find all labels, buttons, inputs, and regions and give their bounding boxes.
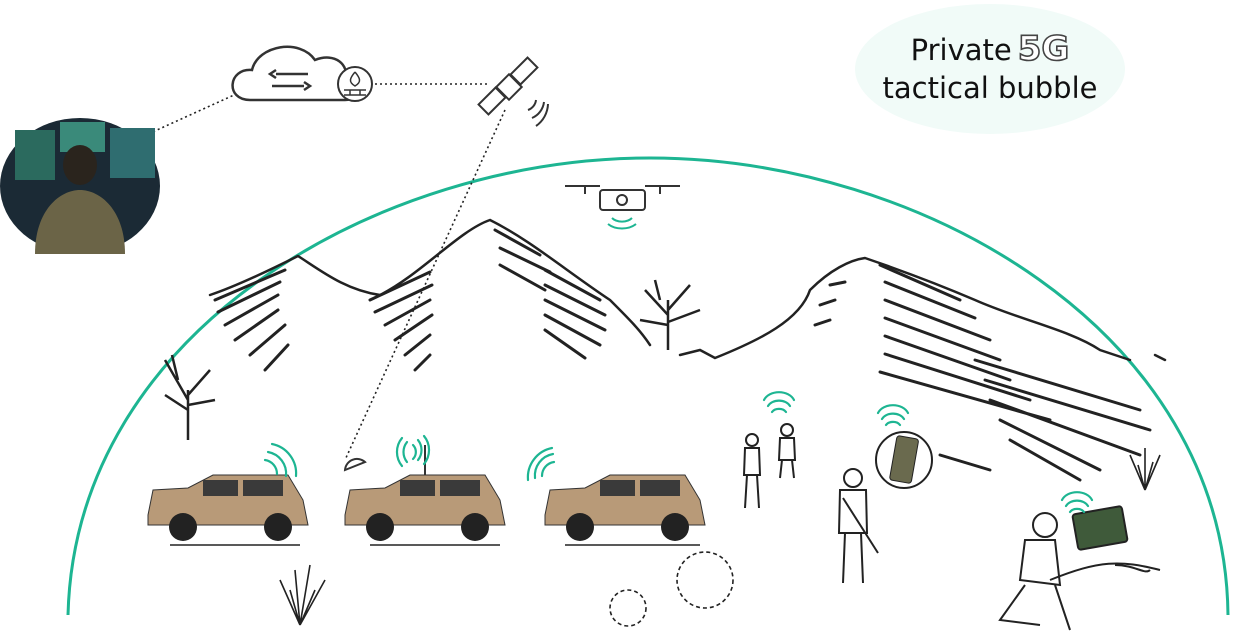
bubble-dome <box>66 156 1230 616</box>
label-prefix: Private <box>910 32 1012 67</box>
soldier-icon <box>742 423 1161 631</box>
firewall-icon <box>337 66 373 102</box>
cloud-icon <box>231 45 361 102</box>
tree-icon <box>163 279 701 440</box>
shrub-icon <box>279 448 1161 627</box>
control-room-operator <box>0 118 160 254</box>
label-suffix: tactical bubble <box>882 70 1098 105</box>
label-5g: 5G <box>1017 28 1070 69</box>
vehicle-icon <box>147 445 706 546</box>
tablet-icon <box>875 431 1129 551</box>
mountain-range <box>208 218 1167 482</box>
satellite-icon <box>477 56 549 127</box>
drone-icon <box>565 185 680 230</box>
signal-icon <box>263 391 1094 514</box>
